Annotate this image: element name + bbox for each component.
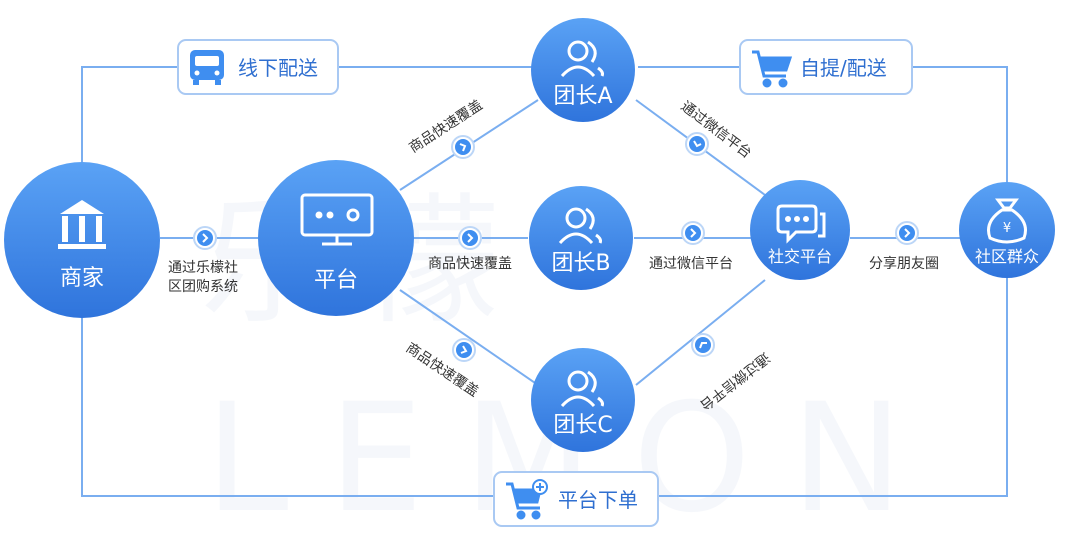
offline-delivery-label: 线下配送 bbox=[238, 56, 318, 80]
bank-icon bbox=[58, 200, 106, 249]
node-leader-a: 团长A bbox=[531, 18, 635, 122]
node-social-platform: 社交平台 bbox=[750, 180, 850, 280]
arrow-platform-c bbox=[452, 338, 476, 362]
edge-label-b-social: 通过微信平台 bbox=[649, 256, 733, 272]
node-leader-b: 团长B bbox=[529, 186, 633, 290]
edge-label-social-community: 分享朋友圈 bbox=[869, 255, 939, 272]
node-leader-c: 团长C bbox=[531, 348, 635, 452]
arrow-merchant-platform bbox=[193, 226, 217, 250]
pickup-delivery-label: 自提/配送 bbox=[800, 56, 887, 80]
node-leader-b-label: 团长B bbox=[551, 251, 610, 276]
node-community: ¥ 社区群众 bbox=[959, 182, 1055, 278]
node-platform-label: 平台 bbox=[314, 268, 358, 293]
money-bag-icon: ¥ bbox=[987, 198, 1027, 244]
node-leader-c-label: 团长C bbox=[553, 413, 612, 438]
group-icon bbox=[560, 370, 604, 408]
box-platform-order: 平台下单 bbox=[493, 471, 659, 527]
platform-order-label: 平台下单 bbox=[558, 488, 638, 512]
box-offline-delivery: 线下配送 bbox=[177, 39, 339, 95]
node-social-platform-label: 社交平台 bbox=[768, 247, 832, 266]
monitor-icon bbox=[300, 193, 374, 246]
node-merchant: 商家 bbox=[4, 162, 160, 318]
chat-icon bbox=[776, 204, 826, 244]
arrow-c-social bbox=[691, 333, 715, 357]
node-merchant-label: 商家 bbox=[60, 266, 104, 291]
edge-label-merchant-platform-2: 区团购系统 bbox=[168, 279, 238, 295]
node-platform: 平台 bbox=[258, 160, 414, 316]
arrow-b-social bbox=[681, 221, 705, 245]
cart-add-icon bbox=[506, 479, 548, 520]
arrow-markers bbox=[193, 132, 919, 362]
arrow-platform-b bbox=[458, 226, 482, 250]
group-icon bbox=[560, 40, 604, 78]
box-pickup-delivery: 自提/配送 bbox=[739, 39, 913, 95]
arrow-social-community bbox=[895, 221, 919, 245]
arrow-a-social bbox=[685, 132, 709, 156]
edge-label-merchant-platform-1: 通过乐檬社 bbox=[168, 260, 238, 276]
edge-label-platform-b: 商品快速覆盖 bbox=[428, 256, 512, 272]
node-community-label: 社区群众 bbox=[975, 247, 1039, 266]
group-icon bbox=[558, 207, 602, 245]
cart-icon bbox=[752, 50, 793, 88]
svg-text:¥: ¥ bbox=[1003, 221, 1011, 236]
bus-icon bbox=[190, 50, 224, 85]
node-leader-a-label: 团长A bbox=[553, 84, 612, 109]
arrow-platform-a bbox=[451, 135, 475, 159]
